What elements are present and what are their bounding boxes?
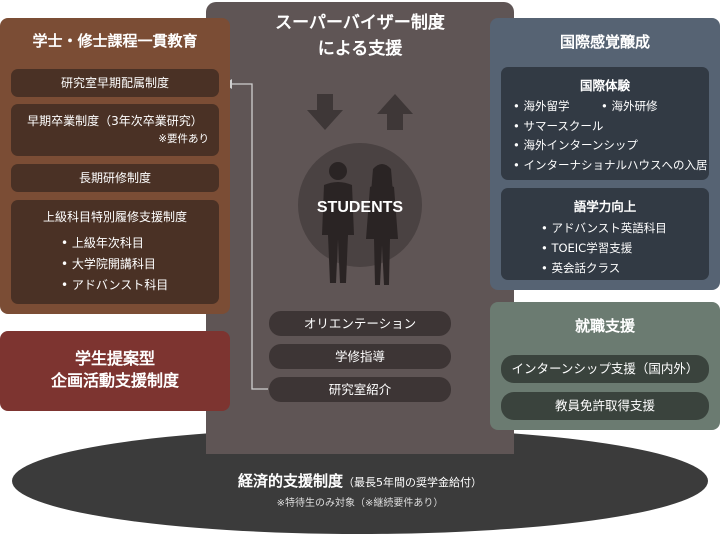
international-experience-item: • サマースクール [513,118,604,133]
international-experience-title: 国際体験 [579,78,630,93]
language-improvement-title: 語学力向上 [573,199,637,214]
student-proposal-panel [0,331,230,411]
teaching-license-item: 教員免許取得支援 [501,392,709,420]
early-graduation-box: 早期卒業制度（3年次卒業研究） ※要件あり [11,104,219,156]
international-experience-box: 国際体験 • 海外留学 • 海外研修 • サマースクール • 海外インターンシップ… [501,67,709,180]
advanced-course-box: 上級科目特別履修支援制度 • 上級年次科目 • 大学院開講科目 • アドバンスト… [11,200,219,304]
international-experience-item: • 海外留学 [513,99,570,113]
advanced-course-title: 上級科目特別履修支援制度 [42,210,187,224]
center-item-lab-introduction: 研究室紹介 [269,377,451,402]
economic-support-title: 経済的支援制度（最長5年間の奨学金給付） [0,470,720,491]
language-improvement-item: • アドバンスト英語科目 [541,221,667,235]
career-support-title: 就職支援 [574,317,635,335]
early-lab-assignment-label: 研究室早期配属制度 [60,76,169,90]
language-improvement-list: • アドバンスト英語科目 • TOEIC学習支援 • 英会話クラス [501,218,709,278]
economic-support-note: ※特待生のみ対象（※継続要件あり） [276,498,444,509]
language-improvement-box: 語学力向上 • アドバンスト英語科目 • TOEIC学習支援 • 英会話クラス [501,188,709,280]
supervisor-title-line1: スーパーバイザー制度 [275,13,445,33]
economic-support-title-sub: （最長5年間の奨学金給付） [343,476,482,489]
center-item-study-guidance: 学修指導 [269,344,451,369]
internship-support-item: インターンシップ支援（国内外） [501,355,709,383]
advanced-course-item: • 上級年次科目 [61,236,144,250]
international-experience-row: • 海外留学 • 海外研修 [513,97,709,117]
student-male-icon [322,162,354,283]
advanced-course-list: • 上級年次科目 • 大学院開講科目 • アドバンスト科目 [11,233,219,296]
supervisor-title-line2: による支援 [317,39,403,59]
international-title: 国際感覚醸成 [559,33,650,51]
early-lab-assignment-box: 研究室早期配属制度 [11,69,219,97]
advanced-course-item: • 大学院開講科目 [61,257,156,271]
long-term-training-label: 長期研修制度 [78,171,151,185]
student-proposal-title: 学生提案型 企画活動支援制度 [0,348,230,392]
student-proposal-line1: 学生提案型 [74,349,155,368]
students-label: STUDENTS [316,199,404,216]
language-improvement-item: • TOEIC学習支援 [541,241,633,255]
long-term-training-box: 長期研修制度 [11,164,219,192]
international-experience-item: • 海外インターンシップ [513,138,638,152]
language-improvement-item: • 英会話クラス [541,261,621,275]
undergrad-grad-title: 学士・修士課程一貫教育 [32,32,198,50]
arrow-down-icon [307,94,343,130]
center-item-orientation: オリエンテーション [269,311,451,336]
arrow-up-icon [377,94,413,130]
student-female-icon [366,164,398,285]
international-experience-list: • 海外留学 • 海外研修 • サマースクール • 海外インターンシップ • イン… [501,97,709,175]
advanced-course-item: • アドバンスト科目 [61,278,169,292]
early-graduation-label: 早期卒業制度（3年次卒業研究） [27,114,203,128]
international-experience-item: • インターナショナルハウスへの入居 [513,157,708,172]
economic-support-title-main: 経済的支援制度 [237,472,343,490]
early-graduation-note: ※要件あり [158,133,209,145]
student-proposal-line2: 企画活動支援制度 [50,371,179,390]
students-illustration [298,143,422,285]
international-experience-item: • 海外研修 [601,99,658,113]
supervisor-title: スーパーバイザー制度 による支援 [206,10,514,62]
